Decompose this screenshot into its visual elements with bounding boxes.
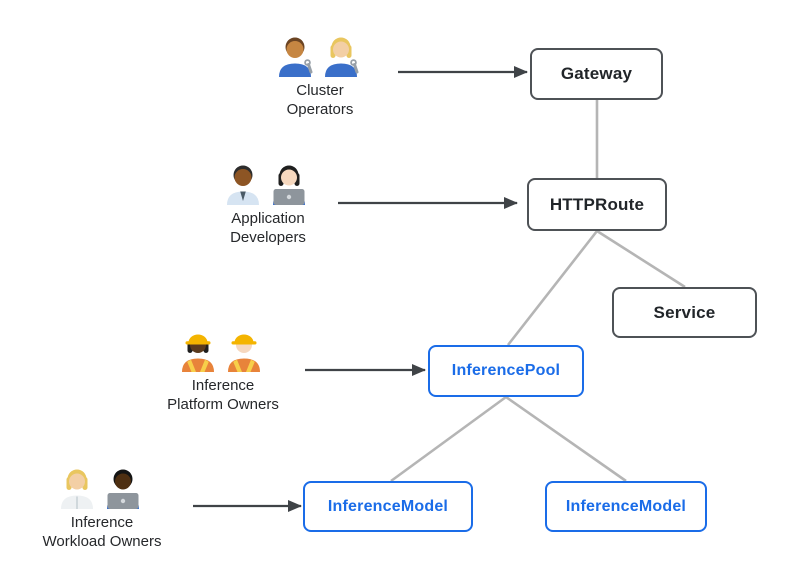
- persona-inference-workload-owners-label-line2: Workload Owners: [42, 533, 162, 550]
- persona-application-developers-label-line1: Application: [231, 210, 305, 227]
- node-inferencemodel-1: InferenceModel: [303, 481, 473, 532]
- persona-inference-platform-owners-label-line1: Inference: [191, 377, 255, 394]
- node-httproute-label: HTTPRoute: [549, 194, 645, 214]
- node-service-label: Service: [653, 302, 716, 322]
- node-inferencemodel-2-label: InferenceModel: [565, 497, 687, 515]
- node-gateway-label: Gateway: [560, 64, 633, 83]
- node-inferencemodel-1-label: InferenceModel: [327, 497, 449, 515]
- persona-inference-platform-owners-label-line2: Platform Owners: [167, 396, 279, 413]
- construction-workers-emoji-pair-icon: [182, 334, 260, 372]
- edge-httproute-service: [596, 229, 686, 289]
- office-worker-and-technologist-emoji-pair-icon: [227, 165, 305, 205]
- persona-cluster-operators: Cluster Operators: [240, 36, 400, 119]
- node-inferencepool-label: InferencePool: [451, 362, 561, 379]
- scientist-and-technologist-emoji-pair-icon: [61, 469, 139, 509]
- persona-inference-workload-owners: Inference Workload Owners: [12, 468, 192, 551]
- edge-inferencepool-inferencemodel-2: [505, 395, 627, 483]
- node-httproute: HTTPRoute: [527, 178, 667, 231]
- persona-arrows: [193, 66, 528, 512]
- node-service: Service: [612, 287, 757, 338]
- persona-inference-platform-owners: Inference Platform Owners: [133, 331, 313, 414]
- node-inferencepool: InferencePool: [428, 345, 584, 397]
- persona-application-developers: Application Developers: [188, 164, 348, 247]
- hierarchy-lines: [390, 100, 686, 483]
- persona-cluster-operators-label-line1: Cluster: [296, 82, 344, 99]
- edge-inferencepool-inferencemodel-1: [390, 395, 507, 483]
- persona-application-developers-label-line2: Developers: [230, 229, 306, 246]
- persona-inference-workload-owners-label-line1: Inference: [70, 514, 134, 531]
- persona-cluster-operators-label-line2: Operators: [286, 101, 354, 118]
- node-inferencemodel-2: InferenceModel: [545, 481, 707, 532]
- node-gateway: Gateway: [530, 48, 663, 100]
- edge-httproute-inferencepool: [506, 230, 599, 346]
- mechanics-emoji-pair-icon: [279, 37, 359, 77]
